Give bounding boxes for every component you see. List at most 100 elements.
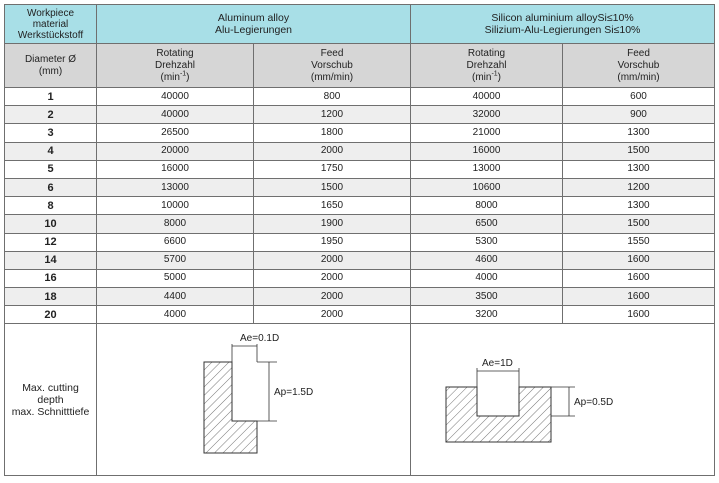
unit-exponent: -1 bbox=[491, 70, 498, 78]
al-rotating-header: Rotating Drehzahl (min-1) bbox=[96, 43, 254, 88]
al-rotating-cell: 16000 bbox=[96, 159, 254, 179]
diameter-cell: 4 bbox=[4, 141, 97, 161]
ae-label: Ae=1D bbox=[482, 358, 513, 369]
al-rotating-cell: 13000 bbox=[96, 177, 254, 198]
silicon-depth-diagram-cell: Ae=1D Ap=0.5D bbox=[409, 323, 716, 477]
unit-close: ) bbox=[497, 71, 502, 83]
unit-exponent: -1 bbox=[179, 70, 187, 78]
si-rotating-cell: 16000 bbox=[410, 141, 563, 161]
si-feed-cell: 600 bbox=[561, 86, 716, 107]
aluminum-alloy-header: Aluminum alloy Alu-Legierungen bbox=[96, 4, 411, 44]
diameter-cell: 10 bbox=[4, 214, 97, 234]
si-rotating-header: Rotating Drehzahl (min-1) bbox=[410, 43, 563, 88]
diameter-cell: 3 bbox=[4, 123, 97, 143]
si-rotating-cell: 4600 bbox=[410, 250, 563, 270]
silicon-cutting-depth-diagram: Ae=1D Ap=0.5D bbox=[445, 358, 613, 443]
al-rotating-cell: 40000 bbox=[96, 105, 254, 125]
al-feed-cell: 1200 bbox=[253, 105, 411, 125]
si-feed-cell: 1300 bbox=[561, 196, 716, 216]
header-line: Rotating bbox=[156, 47, 194, 59]
diameter-cell: 2 bbox=[4, 105, 97, 125]
si-feed-cell: 1500 bbox=[561, 141, 716, 161]
al-feed-cell: 1950 bbox=[253, 232, 411, 252]
al-feed-cell: 2000 bbox=[253, 141, 411, 161]
si-rotating-cell: 3200 bbox=[410, 305, 563, 325]
silicon-alloy-header: Silicon aluminium alloySi≤10% Silizium-A… bbox=[409, 4, 716, 44]
si-rotating-cell: 5300 bbox=[410, 232, 563, 252]
diameter-cell: 8 bbox=[4, 196, 97, 216]
ap-label: Ap=1.5D bbox=[274, 387, 313, 398]
al-feed-cell: 2000 bbox=[253, 287, 411, 307]
header-line: (mm/min) bbox=[310, 71, 354, 83]
aluminum-depth-diagram-cell: Ae=0.1D Ap=1.5D bbox=[96, 323, 411, 477]
si-rotating-cell: 13000 bbox=[410, 159, 563, 179]
si-feed-header: Feed Vorschub (mm/min) bbox=[561, 43, 716, 88]
header-line: (mm) bbox=[38, 65, 63, 77]
si-rotating-cell: 8000 bbox=[410, 196, 563, 216]
ap-label: Ap=0.5D bbox=[574, 397, 613, 408]
al-rotating-cell: 5700 bbox=[96, 250, 254, 270]
si-rotating-cell: 4000 bbox=[410, 268, 563, 289]
si-feed-cell: 1600 bbox=[561, 287, 716, 307]
material-header-row: Workpiece material Werkstückstoff Alumin… bbox=[4, 4, 716, 44]
si-feed-cell: 1600 bbox=[561, 268, 716, 289]
cutting-data-table-frame: Workpiece material Werkstückstoff Alumin… bbox=[4, 4, 716, 479]
al-rotating-cell: 40000 bbox=[96, 86, 254, 107]
al-feed-cell: 2000 bbox=[253, 250, 411, 270]
header-line: Vorschub bbox=[311, 59, 353, 71]
workpiece-section bbox=[445, 386, 552, 443]
unit-base: (min bbox=[160, 71, 180, 83]
header-line: Vorschub bbox=[617, 59, 660, 71]
max-cutting-depth-label: Max. cutting depth max. Schnitttiefe bbox=[4, 323, 97, 477]
diameter-cell: 20 bbox=[4, 305, 97, 325]
diameter-cell: 18 bbox=[4, 287, 97, 307]
unit-close: ) bbox=[186, 71, 190, 83]
si-rotating-cell: 3500 bbox=[410, 287, 563, 307]
header-line: Diameter Ø bbox=[24, 53, 77, 65]
si-feed-cell: 1600 bbox=[561, 305, 716, 325]
diameter-cell: 16 bbox=[4, 268, 97, 289]
al-feed-cell: 2000 bbox=[253, 305, 411, 325]
al-feed-header: Feed Vorschub (mm/min) bbox=[253, 43, 411, 88]
al-feed-cell: 2000 bbox=[253, 268, 411, 289]
diameter-cell: 12 bbox=[4, 232, 97, 252]
header-line: material bbox=[32, 18, 69, 30]
ae-label: Ae=0.1D bbox=[240, 333, 279, 344]
aluminum-cutting-depth-diagram: Ae=0.1D Ap=1.5D bbox=[203, 333, 313, 454]
al-feed-cell: 800 bbox=[253, 86, 411, 107]
al-rotating-cell: 20000 bbox=[96, 141, 254, 161]
header-line: Drehzahl bbox=[466, 59, 507, 71]
al-rotating-cell: 10000 bbox=[96, 196, 254, 216]
header-line: Rotating bbox=[467, 47, 506, 59]
si-rotating-cell: 21000 bbox=[410, 123, 563, 143]
al-feed-cell: 1900 bbox=[253, 214, 411, 234]
si-rotating-cell: 10600 bbox=[410, 177, 563, 198]
label-line: Max. cutting bbox=[22, 381, 79, 394]
header-line: Silicon aluminium alloySi≤10% bbox=[491, 12, 634, 24]
rotating-unit: (min-1) bbox=[97, 70, 253, 84]
si-rotating-cell: 6500 bbox=[410, 214, 563, 234]
header-line: Werkstückstoff bbox=[17, 29, 84, 41]
diameter-cell: 6 bbox=[4, 177, 97, 198]
unit-base: (min bbox=[471, 71, 492, 83]
diameter-cell: 1 bbox=[4, 86, 97, 107]
al-feed-cell: 1750 bbox=[253, 159, 411, 179]
al-rotating-cell: 8000 bbox=[96, 214, 254, 234]
al-rotating-cell: 26500 bbox=[96, 123, 254, 143]
header-line: Drehzahl bbox=[154, 59, 196, 71]
header-line: Alu-Legierungen bbox=[214, 24, 293, 36]
header-line: Feed bbox=[320, 47, 344, 59]
parameter-header-row: Diameter Ø (mm) Rotating Drehzahl (min-1… bbox=[4, 43, 716, 88]
header-line: Workpiece bbox=[26, 7, 75, 19]
si-feed-cell: 1300 bbox=[561, 123, 716, 143]
al-feed-cell: 1800 bbox=[253, 123, 411, 143]
si-rotating-cell: 40000 bbox=[410, 86, 563, 107]
